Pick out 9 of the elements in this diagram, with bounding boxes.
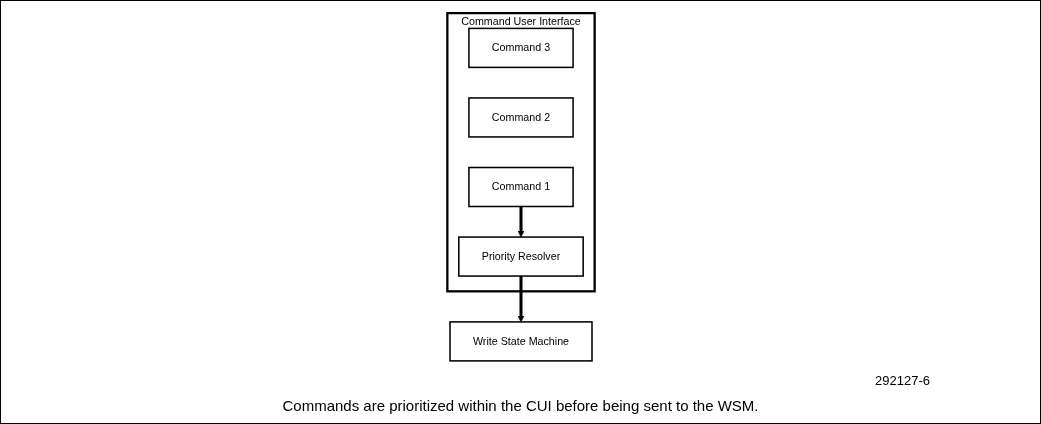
figure-caption: Commands are prioritized within the CUI before being sent to the WSM.	[281, 397, 760, 414]
arrow	[517, 206, 525, 238]
node-box: Command 2	[468, 97, 574, 138]
node-box: Write State Machine	[449, 321, 593, 362]
node-box: Priority Resolver	[458, 236, 584, 277]
node-box: Command 1	[468, 166, 574, 208]
node-box: Command 3	[468, 27, 574, 69]
figure-number: 292127-6	[875, 373, 930, 388]
arrow	[517, 276, 525, 323]
